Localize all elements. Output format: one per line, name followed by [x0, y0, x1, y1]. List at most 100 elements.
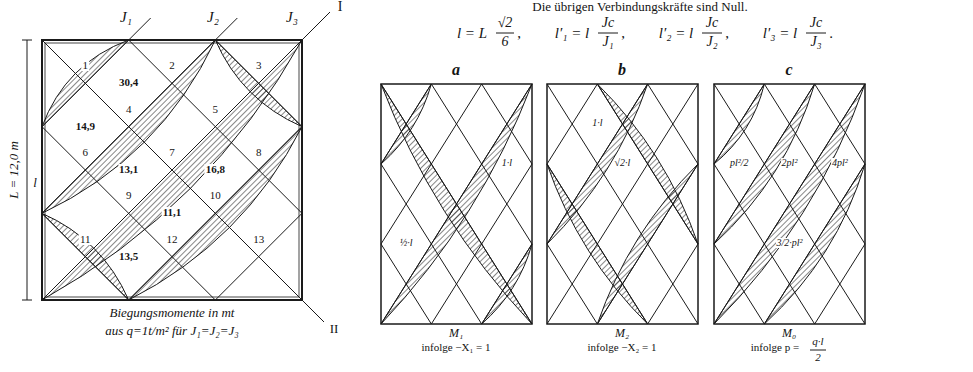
- moment-value: 13,5: [118, 251, 139, 262]
- beam-label: J₁: [120, 10, 132, 25]
- member-line: [648, 84, 698, 164]
- member-line: [482, 84, 532, 164]
- node-number: 12: [166, 234, 179, 245]
- section-label: II: [330, 322, 339, 335]
- member-line: [597, 84, 698, 244]
- section-line: [302, 300, 324, 322]
- note-text: Die übrigen Verbindungskräfte sind Null.: [532, 0, 747, 13]
- beam-mark: [129, 18, 151, 40]
- member-line: [547, 164, 648, 324]
- node-number: 3: [255, 60, 263, 71]
- formula-denominator: 6: [502, 35, 509, 49]
- panel-letter: a: [452, 62, 460, 78]
- fraction-bar: [810, 350, 826, 351]
- node-number: 8: [255, 147, 263, 158]
- member-line: [381, 244, 431, 324]
- member-line: [42, 40, 302, 300]
- formula-text: l = L: [457, 26, 487, 41]
- beam-label: J₃: [286, 10, 298, 25]
- fraction-bar: [598, 33, 618, 34]
- formula-punct: ,: [725, 26, 729, 41]
- node-number: 13: [252, 234, 265, 245]
- formula-numerator: Jc: [810, 16, 822, 30]
- moment-value: 2pl²: [781, 158, 799, 168]
- dimension-label: l: [33, 176, 37, 189]
- moment-diagram: [42, 40, 302, 300]
- fraction-bar: [702, 33, 722, 34]
- moment-value: 30,4: [118, 77, 139, 88]
- moment-value: 13,1: [118, 164, 139, 175]
- node-number: 5: [212, 104, 220, 115]
- dimension-tick: [22, 300, 32, 301]
- panel-letter: b: [618, 62, 626, 78]
- formula-text: l′₂ = l: [659, 26, 693, 41]
- panel-letter: c: [785, 62, 792, 78]
- section-line: [302, 12, 330, 40]
- node-number: 2: [168, 60, 176, 71]
- member-line: [714, 84, 865, 324]
- member-line: [714, 84, 865, 324]
- moment-value: √2·l: [614, 158, 632, 168]
- moment-value: 14,9: [75, 121, 96, 132]
- node-number: 9: [125, 190, 133, 201]
- formula-denominator: J₂: [706, 35, 717, 49]
- panel-caption: infolge p =: [751, 342, 799, 353]
- node-number: 11: [79, 234, 92, 245]
- formula-punct: ,: [517, 26, 521, 41]
- beam-label: J₂: [207, 10, 219, 25]
- member-line: [42, 127, 215, 300]
- section-label: I: [338, 0, 343, 14]
- moment-value: ½·l: [399, 238, 414, 248]
- formula-numerator: √2: [498, 16, 513, 30]
- node-number: 4: [125, 104, 133, 115]
- moment-value: 3/2·pl²: [775, 238, 803, 248]
- panel-caption: M₀: [782, 327, 796, 339]
- panel-caption: M₁: [449, 327, 463, 339]
- slab-outline: [381, 84, 532, 324]
- formula-text: l′₁ = l: [555, 26, 589, 41]
- member-line: [381, 84, 532, 324]
- slab-inner-edge: [45, 43, 299, 297]
- slab-outline: [547, 84, 698, 324]
- dimension-tick: [22, 40, 32, 41]
- panel-caption: infolge −X₁ = 1: [421, 342, 490, 353]
- moment-value: 1·l: [501, 158, 513, 168]
- dimension-label: L = 12,0 m: [7, 140, 20, 200]
- caption-text: aus q=1t/m² für J₁=J₂=J₃: [105, 324, 239, 337]
- formula-numerator: Jc: [602, 16, 614, 30]
- fraction-bar: [806, 33, 826, 34]
- member-line: [547, 84, 698, 324]
- moment-value: 1·l: [591, 118, 603, 128]
- member-line: [547, 84, 698, 324]
- moment-value: 16,8: [205, 164, 226, 175]
- node-number: 6: [82, 147, 90, 158]
- moment-value: 4pl²: [831, 158, 849, 168]
- member-line: [42, 213, 129, 300]
- slab-outline: [42, 40, 302, 300]
- formula-punct: ,: [621, 26, 625, 41]
- node-number: 7: [168, 147, 176, 158]
- member-line: [431, 84, 532, 244]
- member-line: [129, 40, 302, 213]
- caption-text: Biegungsmomente in mt: [110, 306, 235, 319]
- member-line: [714, 164, 815, 324]
- formula-text: l′₃ = l: [763, 26, 797, 41]
- moment-value: 11,1: [162, 207, 183, 218]
- moment-diagram: [381, 84, 532, 324]
- node-number: 10: [209, 190, 222, 201]
- dimension-line: [27, 40, 28, 300]
- member-line: [764, 84, 865, 244]
- moment-value: pl²/2: [729, 158, 750, 168]
- member-line: [815, 84, 865, 164]
- member-line: [381, 84, 532, 324]
- formula-denominator: J₃: [810, 35, 821, 49]
- node-number: 1: [82, 60, 90, 71]
- fraction-bar: [496, 33, 514, 34]
- panel-caption: infolge −X₂ = 1: [587, 342, 656, 353]
- formula-punct: .: [829, 26, 833, 41]
- formula-numerator: q·l: [812, 336, 823, 347]
- member-line: [547, 244, 597, 324]
- formula-numerator: Jc: [706, 16, 718, 30]
- member-line: [215, 40, 302, 127]
- formula-denominator: 2: [815, 352, 821, 363]
